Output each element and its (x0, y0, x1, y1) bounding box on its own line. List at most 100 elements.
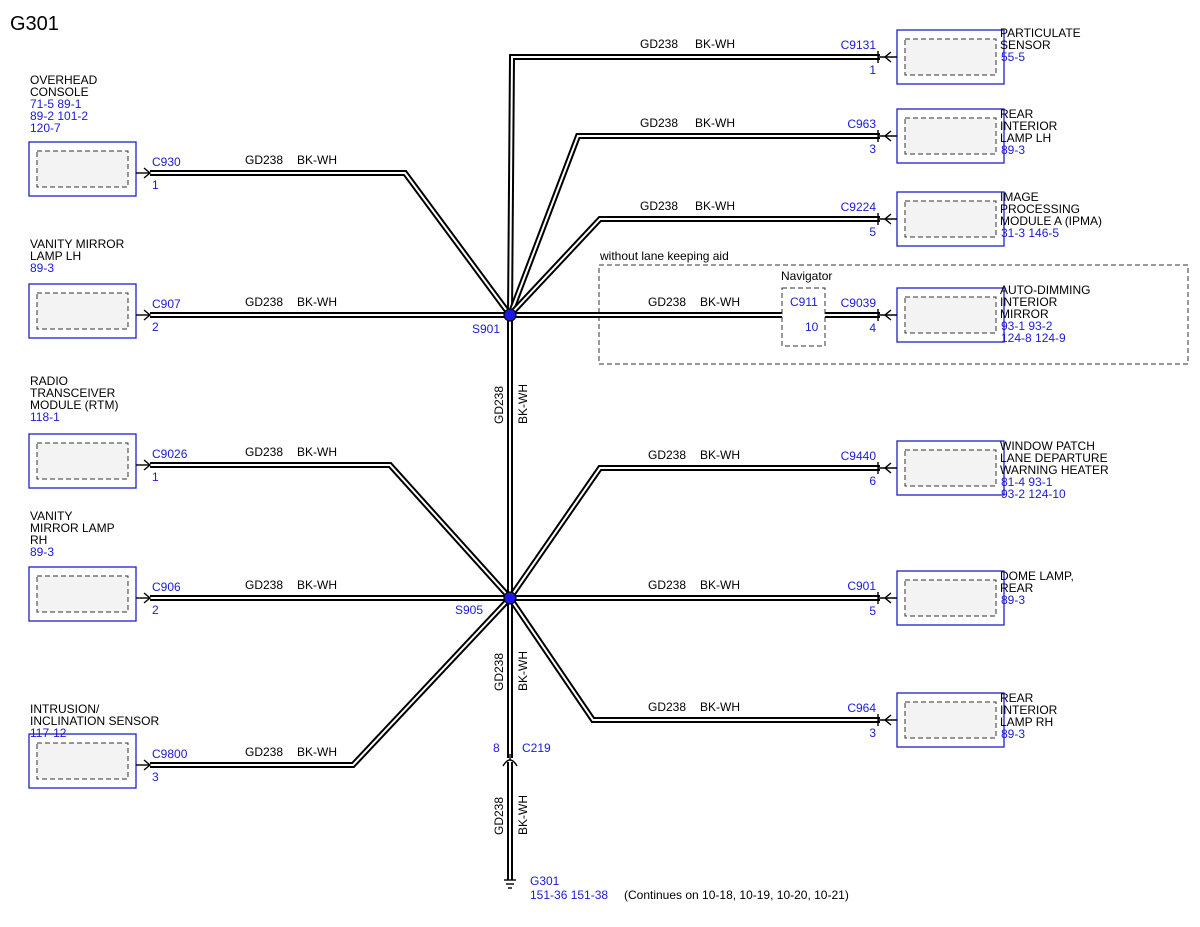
wire-circuit-label: GD238 (245, 153, 283, 167)
pin-arrow (883, 213, 892, 225)
wire-rear-lamp-rh (507, 596, 880, 723)
wire-rear-lamp-lh (507, 133, 880, 317)
module-name: RADIO (30, 374, 68, 388)
module-name: OVERHEAD (30, 73, 98, 87)
module-ref: 31-3 146-5 (1001, 226, 1059, 240)
module-ref: 71-5 89-1 (30, 97, 82, 111)
module-name: INTRUSION/ (30, 702, 100, 716)
module-name: REAR (1000, 581, 1034, 595)
module-vanity-mirror-lamp-rh-inner (36, 575, 129, 613)
wire-color-label: BK-WH (695, 199, 735, 213)
pin-number: 5 (869, 604, 876, 618)
module-ref: 89-2 101-2 (30, 109, 88, 123)
module-name: VANITY (30, 509, 72, 523)
module-name: SENSOR (1000, 38, 1051, 52)
wire-circuit-label: GD238 (648, 295, 686, 309)
module-particulate-sensor-inner (904, 38, 997, 76)
c219-connector-symbol (502, 754, 518, 767)
pin-number: 1 (152, 470, 159, 484)
module-dome-lamp-rear-inner (904, 579, 997, 617)
connector-label: C9039 (841, 296, 877, 310)
wire-color-label: BK-WH (695, 37, 735, 51)
module-name: RH (30, 533, 47, 547)
connector-label: C9800 (152, 747, 188, 761)
connector-label: C9440 (841, 449, 877, 463)
wire-circuit-label: GD238 (245, 445, 283, 459)
c219-pin: 8 (493, 741, 500, 755)
wire-color-label: BK-WH (297, 295, 337, 309)
wire-circuit-label: GD238 (245, 295, 283, 309)
module-window-patch-heater-inner (904, 449, 997, 487)
pin-arrow (883, 130, 892, 142)
module-ref: 89-3 (1001, 143, 1025, 157)
module-name: MODULE A (IPMA) (1000, 214, 1102, 228)
module-name: REAR (1000, 691, 1034, 705)
splice-s905-dot (503, 591, 517, 605)
module-name: LANE DEPARTURE (1000, 451, 1108, 465)
splice-s901-label: S901 (472, 322, 500, 336)
wire-circuit-label: GD238 (492, 797, 506, 835)
module-ref: 93-1 93-2 (1001, 319, 1053, 333)
module-vanity-mirror-lamp-lh-inner (36, 292, 129, 330)
module-rear-interior-lamp-rh-inner (904, 701, 997, 739)
module-ref: 89-3 (1001, 727, 1025, 741)
module-name: IMAGE (1000, 190, 1039, 204)
module-name: MIRROR LAMP (30, 521, 115, 535)
trunk-label-lower: GD238 BK-WH (492, 795, 530, 835)
module-name: WARNING HEATER (1000, 463, 1109, 477)
connector-label: C9131 (841, 38, 877, 52)
wire-color-label: BK-WH (297, 578, 337, 592)
wire-color-label: BK-WH (700, 700, 740, 714)
connector-label: C963 (847, 117, 876, 131)
module-ref: 120-7 (30, 121, 61, 135)
pin-arrow (883, 309, 892, 321)
module-auto-dimming-interior-mirror-inner (904, 296, 997, 334)
pin-number: 2 (152, 603, 159, 617)
module-name: LAMP LH (30, 249, 81, 263)
wire-color-label: BK-WH (700, 295, 740, 309)
module-name: WINDOW PATCH (1000, 439, 1095, 453)
wire-circuit-label: GD238 (648, 700, 686, 714)
module-radio-transceiver-module-inner (36, 442, 129, 480)
module-name: VANITY MIRROR (30, 237, 125, 251)
wire-circuit-label: GD238 (648, 578, 686, 592)
pin-arrow (143, 759, 152, 771)
connector-label: C9224 (841, 200, 877, 214)
module-ref: 89-3 (1001, 593, 1025, 607)
module-name: LAMP RH (1000, 715, 1053, 729)
module-name: CONSOLE (30, 85, 89, 99)
navigator-label: Navigator (781, 269, 832, 283)
wire-ipma (507, 216, 880, 318)
pin-arrow (883, 51, 892, 63)
module-name: DOME LAMP, (1000, 569, 1074, 583)
module-ref: 81-4 93-1 (1001, 475, 1053, 489)
connector-label: C906 (152, 580, 181, 594)
ground-name: G301 (530, 874, 560, 888)
pin-arrow (883, 592, 892, 604)
wire-circuit-label: GD238 (648, 448, 686, 462)
module-ref: 89-3 (30, 261, 54, 275)
wire-particulate (507, 54, 880, 316)
pin-number: 5 (869, 225, 876, 239)
module-image-processing-module-a-inner (904, 200, 997, 238)
pin-arrow (883, 714, 892, 726)
wire-circuit-label: GD238 (640, 116, 678, 130)
wire-intrusion (150, 595, 513, 768)
wire-color-label: BK-WH (700, 578, 740, 592)
connector-label: C964 (847, 701, 876, 715)
wire-circuit-label: GD238 (640, 37, 678, 51)
wire-circuit-label: GD238 (492, 386, 506, 424)
